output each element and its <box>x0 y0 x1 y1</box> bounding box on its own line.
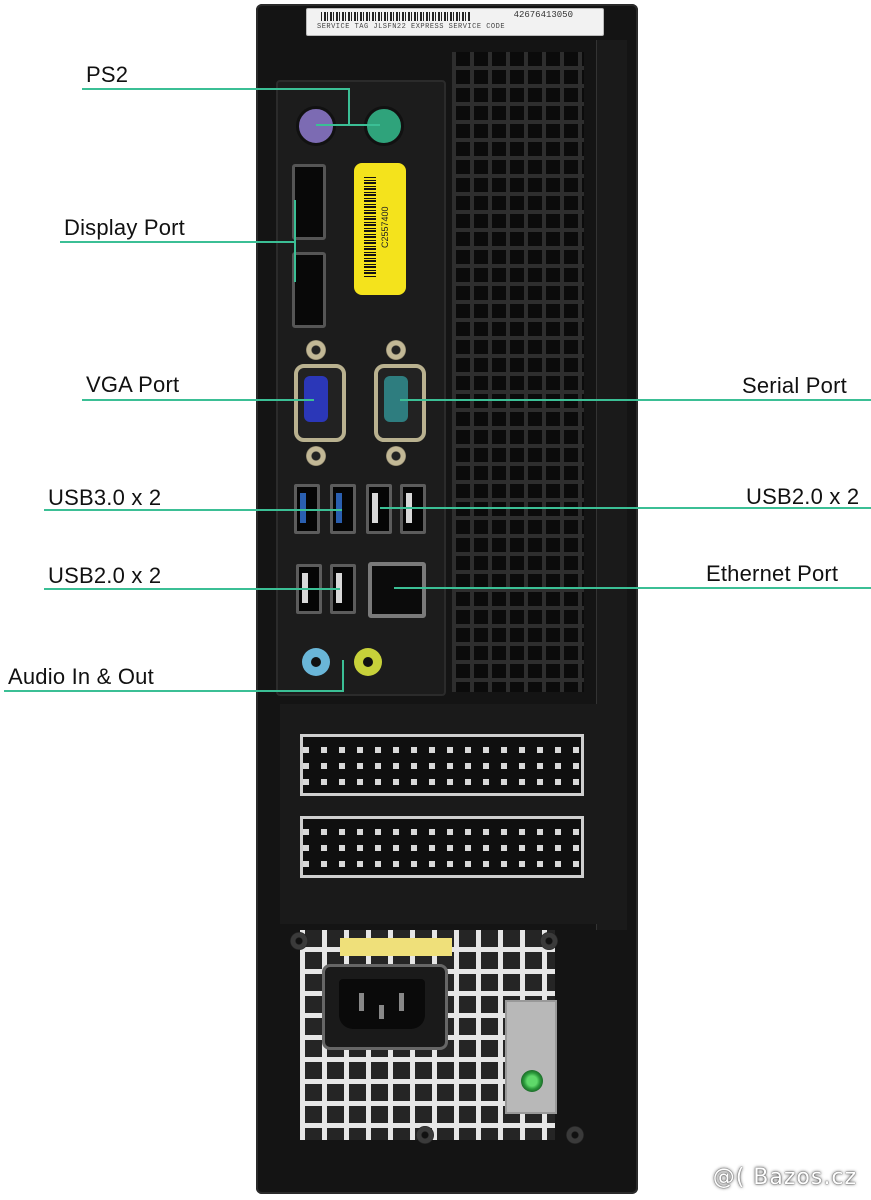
serial-screw-top <box>386 340 406 360</box>
psu-led <box>521 1070 543 1092</box>
expansion-slot-2 <box>300 816 584 878</box>
vga-screw-bottom <box>306 446 326 466</box>
ethernet-port <box>368 562 426 618</box>
usb2-port-rear-1 <box>366 484 392 534</box>
audio-leader-vert <box>342 660 344 692</box>
audio-out-jack <box>354 648 382 676</box>
ps2-leader <box>82 88 350 90</box>
label-serial-port: Serial Port <box>742 373 847 398</box>
label-ethernet-port: Ethernet Port <box>706 561 839 586</box>
expansion-slot-1 <box>300 734 584 796</box>
vga-leader <box>82 399 314 401</box>
display-port-leader <box>60 241 296 243</box>
label-vga-port: VGA Port <box>86 372 180 397</box>
ps2-leader-drop <box>348 88 350 126</box>
vga-screw-top <box>306 340 326 360</box>
displayport-2 <box>292 252 326 328</box>
sticker-barcode <box>364 177 376 277</box>
psu-diagnostic-panel <box>505 1000 557 1114</box>
barcode <box>321 12 471 21</box>
label-usb3: USB3.0 x 2 <box>48 485 162 510</box>
ethernet-leader <box>394 587 871 589</box>
ps2-mouse-port <box>364 106 404 146</box>
usb2-port-rear-2 <box>400 484 426 534</box>
vent-grille <box>452 52 584 692</box>
sticker-code: C2557400 <box>380 206 390 248</box>
service-tag-label: 42676413050 SERVICE TAG JLSFN22 EXPRESS … <box>306 8 604 36</box>
usb2-left-leader <box>44 588 340 590</box>
power-socket <box>322 964 448 1050</box>
usb3-leader <box>44 509 342 511</box>
serial-port <box>374 364 426 442</box>
label-usb2-left: USB2.0 x 2 <box>48 563 162 588</box>
label-usb2-right: USB2.0 x 2 <box>746 484 860 509</box>
audio-in-jack <box>302 648 330 676</box>
label-audio: Audio In & Out <box>8 664 154 689</box>
ps2-keyboard-port <box>296 106 336 146</box>
label-display-port: Display Port <box>64 215 185 240</box>
bazos-watermark: @( Bazos.cz <box>712 1165 857 1190</box>
service-tag-caption: SERVICE TAG JLSFN22 EXPRESS SERVICE CODE <box>317 23 506 31</box>
display-port-leader-vert <box>294 200 296 282</box>
label-ps2: PS2 <box>86 62 129 87</box>
psu-screw-2 <box>540 932 558 950</box>
displayport-1 <box>292 164 326 240</box>
psu-fan-blades <box>340 938 452 956</box>
power-socket-inner <box>339 979 425 1029</box>
ps2-leader-tail <box>316 124 380 126</box>
express-service-code: 42676413050 <box>513 10 573 20</box>
usb2-right-leader <box>380 507 871 509</box>
yellow-sticker: C2557400 <box>354 163 406 295</box>
serial-leader <box>400 399 871 401</box>
psu-screw-4 <box>566 1126 584 1144</box>
psu-screw-3 <box>416 1126 434 1144</box>
audio-leader <box>4 690 344 692</box>
serial-screw-bottom <box>386 446 406 466</box>
vga-port <box>294 364 346 442</box>
psu-screw-1 <box>290 932 308 950</box>
